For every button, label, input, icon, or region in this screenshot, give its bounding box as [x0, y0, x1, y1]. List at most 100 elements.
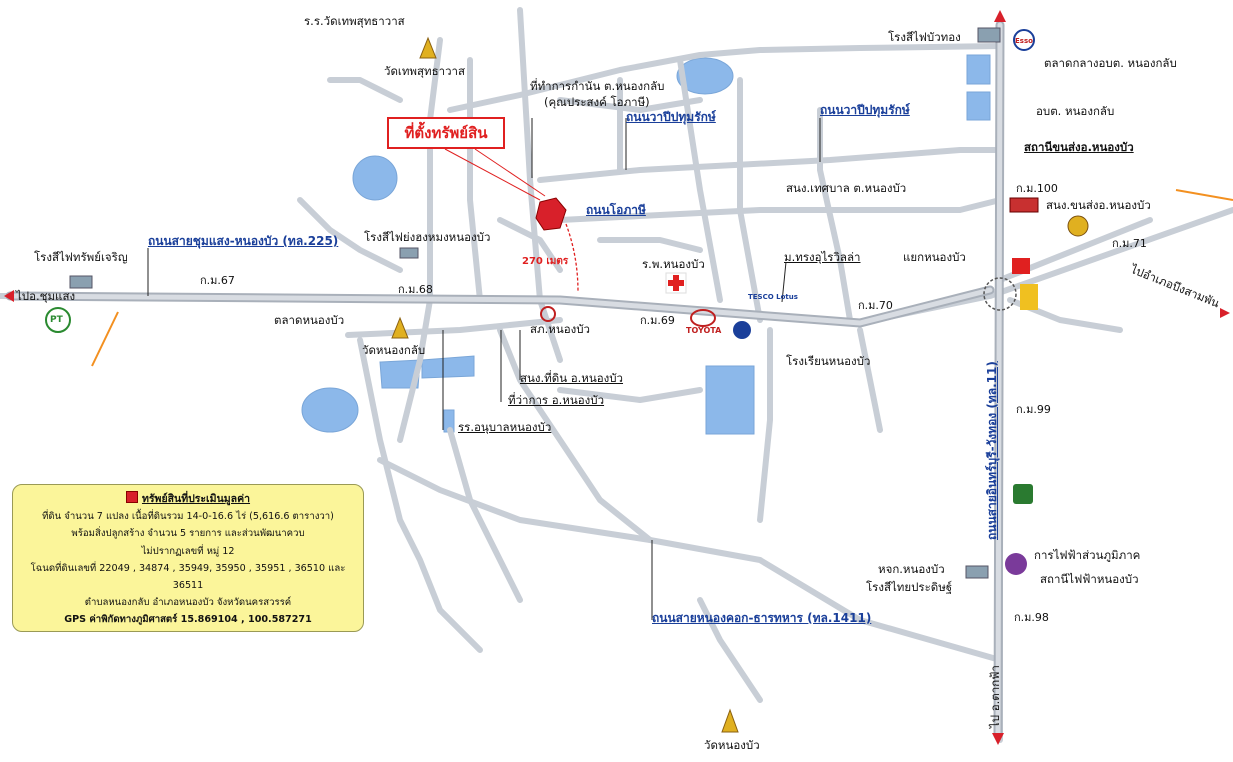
km-marker: ก.ม.67	[200, 274, 235, 287]
km-marker: ก.ม.69	[640, 314, 675, 327]
km-marker: ก.ม.70	[858, 299, 893, 312]
pointer-lines	[147, 118, 821, 620]
label-rice-mill-fai: โรงสีไฟย่งฮงหมงหนองบัว	[364, 230, 491, 244]
label-junction: แยกหนองบัว	[903, 250, 966, 264]
legend-line: ตำบลหนองกลับ อำเภอหนองบัว จังหวัดนครสวรร…	[84, 597, 292, 609]
toyota-logo	[690, 309, 716, 327]
label-gas-buathong: โรงสีไฟบัวทอง	[888, 30, 961, 44]
road-label-1411: ถนนสายหนองคอก-ธารทหาร (ทล.1411)	[652, 611, 872, 625]
temple-icon	[419, 36, 437, 59]
road-label-opaphi: ถนนโอภาษี	[586, 203, 646, 217]
legend-line: พร้อมสิ่งปลูกสร้าง จำนวน 5 รายการ และส่ว…	[71, 528, 305, 540]
label-pt: PT	[50, 315, 63, 325]
road-label-wapi-2: ถนนวาปีปทุมรักษ์	[820, 103, 910, 117]
legend-line: ที่ดิน จำนวน 7 แปลง เนื้อที่ดินรวม 14-0-…	[42, 511, 334, 523]
arrow-down-icon	[992, 733, 1004, 745]
label-market-nongklap: ตลาดกลางอบต. หนองกลับ	[1044, 56, 1177, 70]
label-wat-nongklap: วัดหนองกลับ	[362, 343, 426, 357]
label-wat-nongbua: วัดหนองบัว	[704, 738, 760, 752]
mill-icon	[69, 275, 93, 289]
building-icons	[69, 27, 1001, 579]
subject-label: ที่ตั้งทรัพย์สิน	[387, 117, 505, 149]
km-marker: ก.ม.71	[1112, 237, 1147, 250]
label-municipal-office: สนง.เทศบาล ต.หนองบัว	[786, 181, 907, 195]
road-label-wapi-1: ถนนวาปีปทุมรักษ์	[626, 110, 716, 124]
label-toyota: TOYOTA	[686, 326, 722, 335]
legend-swatch	[125, 491, 138, 503]
label-wat-thep-school: ร.ร.วัดเทพสุทธาวาส	[304, 14, 405, 28]
legend-line: ไม่ปรากฏเลขที่ หมู่ 12	[141, 545, 235, 557]
logo-icons	[45, 29, 1089, 575]
label-pea-station: สถานีไฟฟ้าหนองบัว	[1040, 572, 1139, 586]
junction-circle	[983, 277, 1017, 311]
arrow-left-icon	[4, 290, 14, 302]
pea-logo	[1005, 553, 1027, 575]
label-tesco: TESCO Lotus	[748, 293, 798, 301]
label-cooperative: สภ.หนองบัว	[530, 322, 590, 336]
pond	[966, 54, 991, 85]
label-school-nongbua: โรงเรียนหนองบัว	[786, 354, 871, 368]
label-market-nongbua: ตลาดหนองบัว	[274, 313, 345, 327]
distance-line	[565, 223, 579, 293]
esso-logo	[1013, 29, 1035, 51]
label-village-villa: ม.ทรงอุไรวิลล่า	[784, 250, 861, 264]
ptt-logo	[733, 321, 751, 339]
direction-tak-fa: ไป อ.ตากฟ้า	[988, 665, 1002, 728]
km-marker: ก.ม.68	[398, 283, 433, 296]
pond	[301, 387, 359, 433]
road-label-225: ถนนสายชุมแสง-หนองบัว (ทล.225)	[148, 234, 339, 248]
label-wat-thep: วัดเทพสุทธาวาส	[384, 64, 466, 78]
temple-icon	[721, 708, 739, 733]
label-bus-station: สถานีขนส่งอ.หนองบัว	[1024, 140, 1134, 154]
legend-line: โฉนดที่ดินเลขที่ 22049 , 34874 , 35949, …	[30, 562, 346, 592]
label-land-office: สนง.ที่ดิน อ.หนองบัว	[520, 371, 624, 385]
direction-arrows	[4, 10, 1230, 745]
label-district-office: ที่ว่าการ อ.หนองบัว	[508, 393, 605, 407]
label-esso: Esso	[1015, 37, 1033, 45]
pond	[421, 355, 475, 379]
arrow-up-icon	[994, 10, 1006, 22]
label-hjk: หจก.หนองบัว	[878, 562, 945, 576]
legend-line: GPS ค่าพิกัดทางภูมิศาสตร์ 15.869104 , 10…	[64, 614, 312, 626]
label-hospital: ร.พ.หนองบัว	[642, 257, 705, 271]
label-obt-nongklap: อบต. หนองกลับ	[1036, 104, 1115, 118]
mill-icon	[977, 27, 1001, 43]
bus-icon	[1009, 197, 1039, 213]
km-marker: ก.ม.99	[1016, 403, 1051, 416]
pond	[379, 359, 421, 389]
temple-icon	[391, 316, 409, 339]
hospital-icon	[665, 272, 687, 294]
pond	[676, 57, 734, 95]
direction-chumsaeng: ไปอ.ชุมแสง	[16, 289, 76, 303]
legend-title: ทรัพย์สินที่ประเมินมูลค่า	[141, 493, 251, 505]
c-logo	[1020, 284, 1038, 310]
label-kamnan-name: (คุณประสงค์ โอภาษี)	[544, 95, 650, 109]
boundary-lines	[91, 189, 1233, 367]
temple-icons	[391, 36, 739, 733]
arrow-right-icon	[1220, 308, 1230, 318]
pt-logo	[45, 307, 71, 333]
km-marker: ก.ม.100	[1016, 182, 1058, 195]
label-kindergarten: รร.อนุบาลหนองบัว	[458, 420, 552, 434]
kubota-logo	[1012, 258, 1030, 274]
mill-icon	[399, 247, 419, 259]
pond	[352, 155, 398, 201]
mill-icon	[965, 565, 989, 579]
label-kamnan-office: ที่ทำการกำนัน ต.หนองกลับ	[530, 79, 665, 93]
label-rice-mill-charoen: โรงสีไฟทรัพย์เจริญ	[34, 250, 128, 264]
legend-box: ทรัพย์สินที่ประเมินมูลค่า ที่ดิน จำนวน 7…	[12, 484, 364, 632]
pond	[705, 365, 755, 435]
bus-dept-logo	[1067, 215, 1089, 237]
km-marker: ก.ม.98	[1014, 611, 1049, 624]
subject-pointer	[444, 148, 546, 201]
distance-label: 270 เมตร	[522, 256, 569, 267]
pond	[966, 91, 991, 121]
road-label-11: ถนนสายอินทร์บุรี-วังทอง (ทล.11)	[985, 361, 999, 540]
label-thai-pradit-mill: โรงสีไทยประดิษฐ์	[866, 580, 953, 594]
legend-title-row: ทรัพย์สินที่ประเมินมูลค่า	[21, 491, 355, 508]
label-bus-office: สนง.ขนส่งอ.หนองบัว	[1046, 198, 1151, 212]
water-bodies	[301, 54, 991, 435]
subject-parcel	[535, 197, 567, 231]
